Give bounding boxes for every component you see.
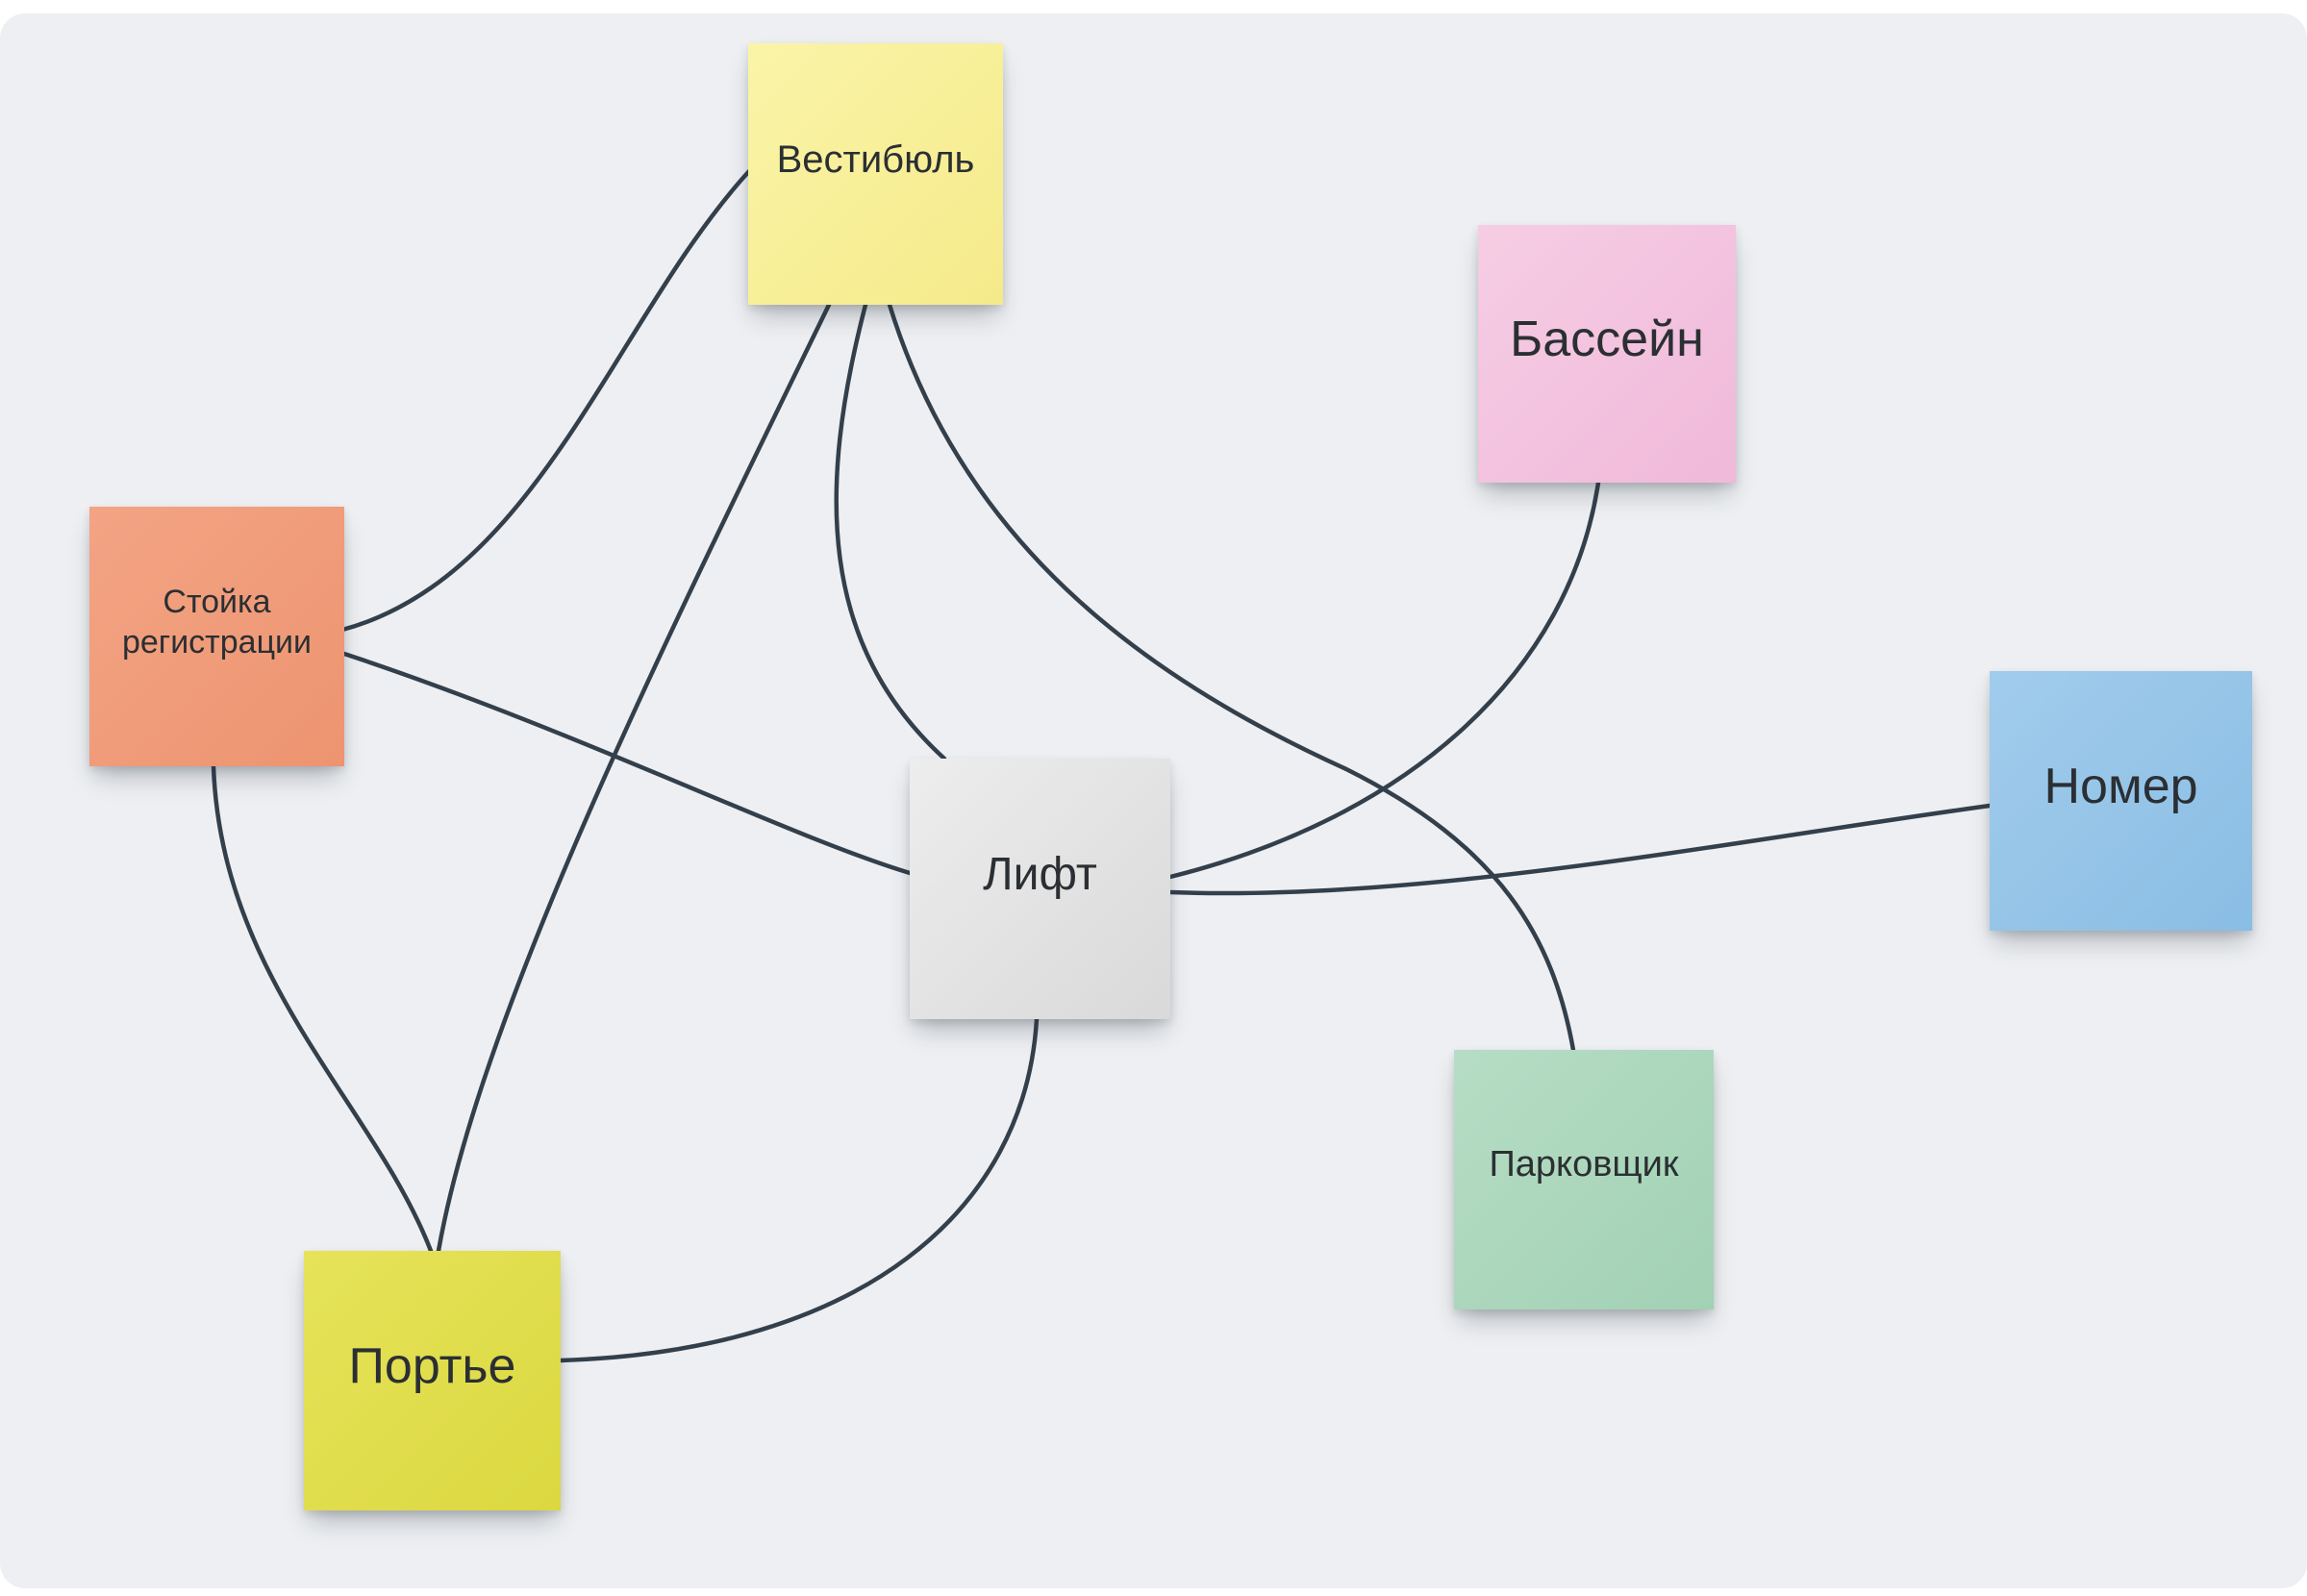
sticky-note-porter[interactable]: Портье	[304, 1251, 561, 1510]
edge-vestibule-valet[interactable]	[887, 302, 1576, 1053]
edge-lift-room[interactable]	[1167, 803, 1993, 896]
sticky-note-room[interactable]: Номер	[1990, 671, 2252, 931]
edge-lift-porter[interactable]	[558, 1016, 1040, 1363]
edge-reception-vestibule[interactable]	[339, 168, 752, 633]
sticky-note-label: Вестибюль	[776, 138, 975, 181]
sticky-note-lift[interactable]: Лифт	[910, 759, 1170, 1019]
sticky-note-reception[interactable]: Стойка регистрации	[89, 507, 344, 766]
sticky-note-valet[interactable]: Парковщик	[1454, 1050, 1714, 1309]
sticky-note-label: Портье	[348, 1337, 516, 1394]
sticky-note-label: Парковщик	[1489, 1144, 1679, 1185]
edge-reception-porter[interactable]	[211, 763, 434, 1254]
edge-reception-lift[interactable]	[341, 651, 913, 876]
sticky-note-pool[interactable]: Бассейн	[1478, 225, 1736, 483]
sticky-note-vestibule[interactable]: Вестибюль	[748, 43, 1003, 305]
edge-pool-lift[interactable]	[1167, 480, 1601, 880]
sticky-note-label: Стойка регистрации	[121, 583, 313, 661]
edge-vestibule-lift[interactable]	[834, 302, 947, 761]
sticky-note-label: Бассейн	[1510, 311, 1704, 367]
sticky-note-label: Номер	[2044, 758, 2198, 814]
edge-vestibule-porter[interactable]	[436, 302, 832, 1254]
sticky-note-label: Лифт	[983, 848, 1097, 900]
